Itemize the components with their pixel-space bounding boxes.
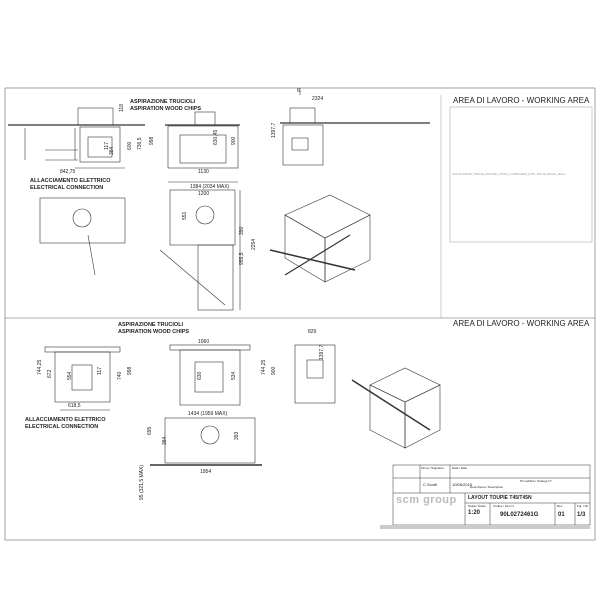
sheet-label: Fgl. / Sh. — [577, 504, 590, 508]
dimension-label: 1130 — [198, 169, 209, 175]
dimension-label: 1954 — [200, 469, 212, 475]
aspiration-label-en-bottom: ASPIRATION WOOD CHIPS — [118, 329, 190, 335]
dimension-label: 551 — [182, 211, 188, 220]
dimension-label: 998 — [149, 136, 155, 145]
dimension-label: 118 — [119, 104, 125, 112]
dimension-label: 2254 — [251, 238, 257, 250]
dimension-label: 630 — [197, 371, 203, 380]
dimension-label: 384 — [162, 436, 168, 445]
rear-view-bottom — [294, 344, 336, 404]
dimension-label: 1434 (1959 MAX) — [188, 411, 228, 417]
sheet-number: 1/3 — [577, 512, 586, 518]
aspiration-label-it-bottom: ASPIRAZIONE TRUCIOLI — [118, 322, 184, 328]
dimension-label: 695 — [147, 426, 153, 435]
iso-view-top — [269, 194, 371, 283]
dimension-label: 672 — [47, 369, 53, 378]
dimension-label: 1384 (2034 MAX) — [190, 184, 230, 190]
dimension-label: 736,5 — [137, 137, 143, 150]
dimension-label: 842,75 — [60, 169, 76, 175]
dimension-label: 955,5 — [239, 252, 245, 265]
dimension-label: 618,5 — [68, 403, 81, 409]
aspiration-label-en: ASPIRATION WOOD CHIPS — [130, 106, 202, 112]
electric-label-it-bottom: ALLACCIAMENTO ELETTRICO — [25, 417, 106, 423]
date-label: Data / Date — [452, 466, 468, 470]
code-label: Codice / Item N. — [493, 504, 515, 508]
electric-label-en: ELECTRICAL CONNECTION — [30, 185, 104, 191]
modification-label: N°modifica / Change N° — [520, 479, 552, 483]
dimension-label: 554 — [67, 371, 73, 380]
dimension-label: 829 — [308, 329, 317, 335]
scale-label: Scala / Scale — [468, 504, 486, 508]
description-label: Descrizione / Description — [470, 485, 504, 489]
dimension-label: 534 — [231, 371, 237, 380]
dimension-label: 900 — [271, 366, 277, 375]
front-view-bottom — [169, 344, 251, 406]
dimension-label: 600 — [127, 141, 133, 150]
side-view-top — [8, 107, 145, 169]
dimension-label: 998 — [127, 366, 133, 375]
drawing-date: 10/06/2015 — [452, 482, 473, 487]
bottom-header: AREA DI LAVORO - WORKING AREA — [453, 319, 590, 328]
top-header: AREA DI LAVORO - WORKING AREA — [453, 96, 590, 105]
drawing-code: 90L0272461G — [500, 512, 539, 518]
image-placeholder-text: COLOCATRAP_IMAGE_PASTED_FROM_CLIPBOARD_0… — [452, 172, 566, 176]
zone-marker: 6 — [297, 88, 300, 94]
title-block-frame — [380, 464, 591, 529]
revision: 01 — [558, 512, 565, 518]
signature-label: Firma / Signature — [421, 466, 445, 470]
dimension-label: 117 — [97, 367, 103, 375]
aspiration-label-it: ASPIRAZIONE TRUCIOLI — [130, 99, 196, 105]
scm-group-logo: scm group — [396, 494, 457, 506]
iso-view-bottom — [351, 367, 441, 449]
dimension-label: 744,25 — [261, 359, 267, 375]
electric-label-it: ALLACCIAMENTO ELETTRICO — [30, 178, 111, 184]
scale-value: 1:20 — [468, 510, 481, 516]
dimension-label: 390 — [239, 226, 245, 235]
rev-label: Rev. — [557, 504, 563, 508]
dimension-label: 2324 — [312, 96, 324, 102]
dimension-label: 900 — [231, 136, 237, 145]
side-view-bottom — [44, 346, 121, 411]
dimension-label: 630,45 — [213, 129, 219, 145]
working-area-box — [449, 106, 593, 243]
dimension-label: 1060 — [198, 339, 210, 345]
plan-view-bottom — [150, 417, 262, 466]
rear-view-top — [280, 107, 430, 166]
plan-view-top-center — [159, 189, 241, 311]
dimension-label: 393 — [234, 431, 240, 440]
plan-view-top-left — [39, 197, 126, 276]
front-view-top — [165, 111, 240, 183]
drawing-title: LAYOUT TOUPIE T45/T45N — [468, 495, 532, 501]
electric-label-en-bottom: ELECTRICAL CONNECTION — [25, 424, 99, 430]
dimension-label: 1397,7 — [319, 344, 325, 360]
dimension-label: 1200 — [198, 191, 210, 197]
dimension-label: 384 — [109, 146, 115, 155]
dimension-label: 740 — [117, 371, 123, 380]
dimension-label: 1397,7 — [271, 122, 277, 138]
drawn-by: C.Scotti — [423, 482, 438, 487]
dimension-label: 95 (321,5 MAX) — [139, 464, 145, 500]
dimension-label: 744,25 — [37, 359, 43, 375]
